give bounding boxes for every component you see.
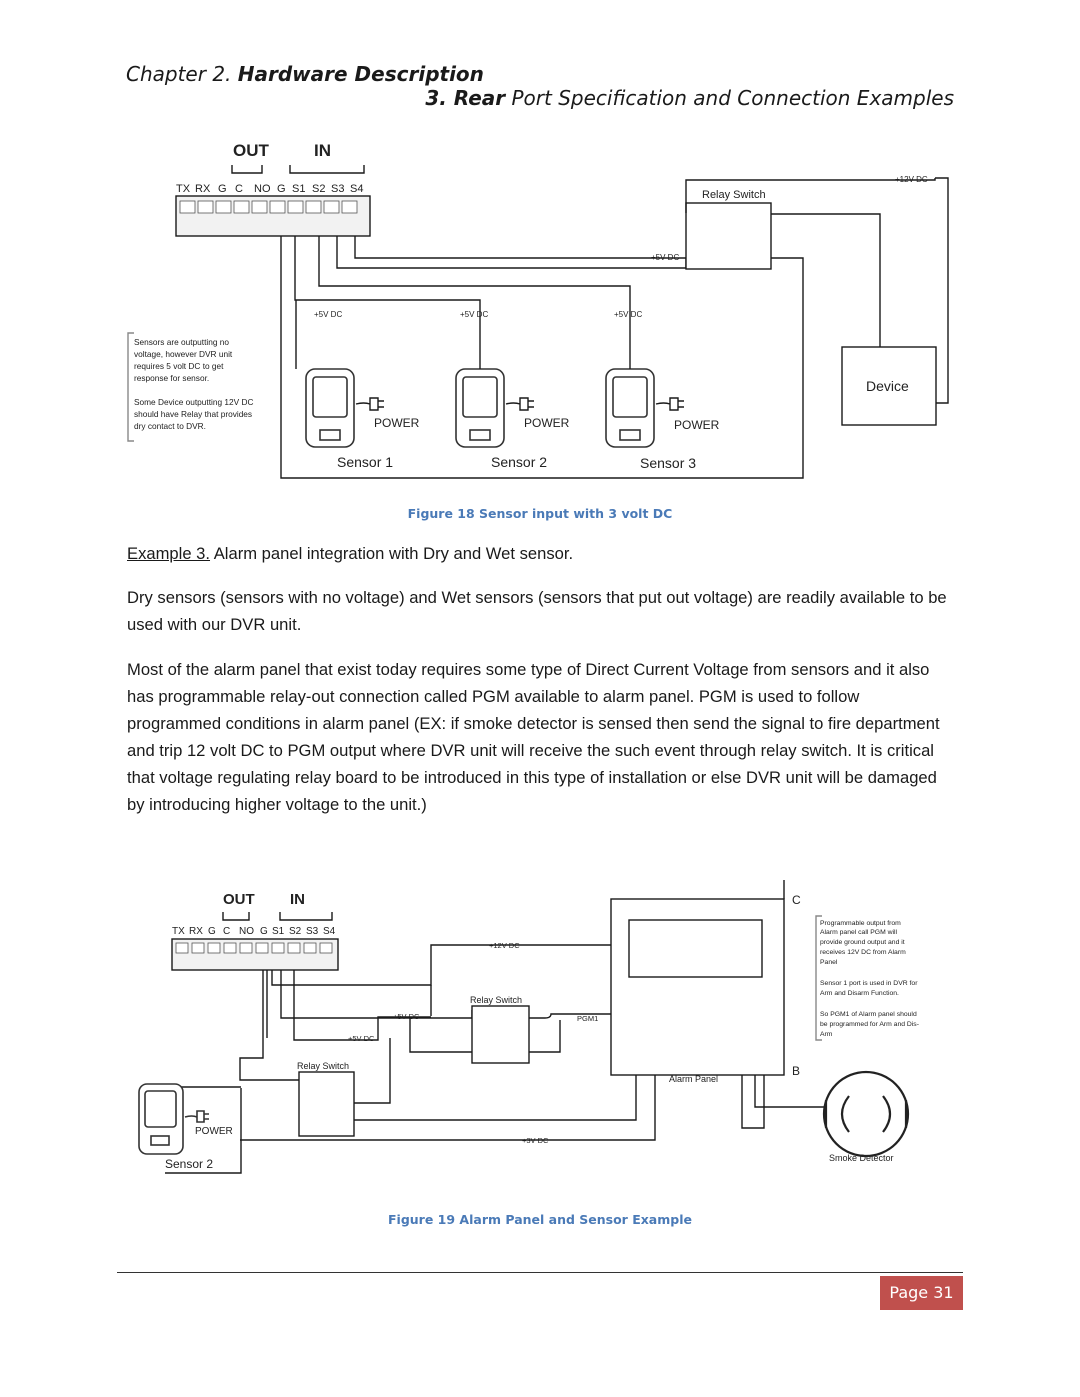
example-label: Example 3.: [127, 544, 211, 563]
f19-relay-bottom-label: Relay Switch: [297, 1061, 349, 1071]
terminal-b-label: B: [792, 1064, 800, 1078]
power-label-2: POWER: [524, 416, 570, 430]
power-label-3: POWER: [674, 418, 720, 432]
alarm-panel-label: Alarm Panel: [669, 1074, 718, 1084]
f19-power-label: POWER: [195, 1126, 233, 1137]
chapter-title: Hardware Description: [237, 62, 484, 86]
figure-19-note: Programmable output from Alarm panel cal…: [820, 920, 921, 1038]
v5-sensor1-label: +5V DC: [314, 310, 342, 319]
figure-18-caption: Figure 18 Sensor input with 3 volt DC: [407, 506, 673, 521]
power-label-1: POWER: [374, 416, 420, 430]
v5-sensor2-label: +5V DC: [460, 310, 488, 319]
section-number: 3. Rear: [425, 86, 506, 110]
device-label: Device: [866, 378, 909, 394]
terminal-out-label: OUT: [233, 141, 270, 160]
chapter-heading: Chapter 2. Hardware Description: [126, 62, 484, 86]
page-number-badge: Page 31: [880, 1276, 963, 1310]
terminal-c-label: C: [792, 893, 801, 907]
v12-label: +12V DC: [895, 175, 928, 184]
smoke-detector-label: Smoke Detector: [829, 1153, 894, 1163]
section-heading: 3. Rear Port Specification and Connectio…: [425, 86, 954, 110]
f19-v5b-label: +5V DC: [348, 1034, 375, 1043]
sensor-1-label: Sensor 1: [337, 454, 393, 470]
example-paragraph: Example 3. Alarm panel integration with …: [127, 540, 957, 567]
paragraph-1-text: Dry sensors (sensors with no voltage) an…: [127, 588, 947, 634]
terminal-in-label: IN: [314, 141, 331, 160]
relay-switch-label: Relay Switch: [702, 189, 766, 201]
f19-sensor-label: Sensor 2: [165, 1157, 213, 1171]
chapter-prefix: Chapter 2.: [126, 62, 238, 86]
footer-rule: [117, 1272, 963, 1273]
f19-terminal-in: IN: [290, 891, 305, 908]
f19-v12-label: +12V DC: [489, 941, 520, 950]
example-text: Alarm panel integration with Dry and Wet…: [210, 544, 574, 563]
v5-relay-label: +5V DC: [651, 253, 679, 262]
f19-relay-top-label: Relay Switch: [470, 995, 522, 1005]
sensor-3-label: Sensor 3: [640, 455, 696, 471]
f19-terminal-out: OUT: [223, 891, 255, 908]
sensor-2-label: Sensor 2: [491, 454, 547, 470]
figure-18-note: Sensors are outputting no voltage, howev…: [134, 337, 256, 431]
f19-pgm-label: PGM1: [577, 1014, 598, 1023]
figure-19-caption: Figure 19 Alarm Panel and Sensor Example: [388, 1212, 692, 1227]
paragraph-2-text: Most of the alarm panel that exist today…: [127, 660, 940, 814]
section-title: Port Specification and Connection Exampl…: [505, 86, 954, 110]
body-paragraph-2: Most of the alarm panel that exist today…: [127, 656, 957, 818]
body-paragraph-1: Dry sensors (sensors with no voltage) an…: [127, 584, 957, 638]
f19-v5a-label: +5V DC: [393, 1012, 420, 1021]
v5-sensor3-label: +5V DC: [614, 310, 642, 319]
f19-v3-label: +3V DC: [522, 1136, 549, 1145]
